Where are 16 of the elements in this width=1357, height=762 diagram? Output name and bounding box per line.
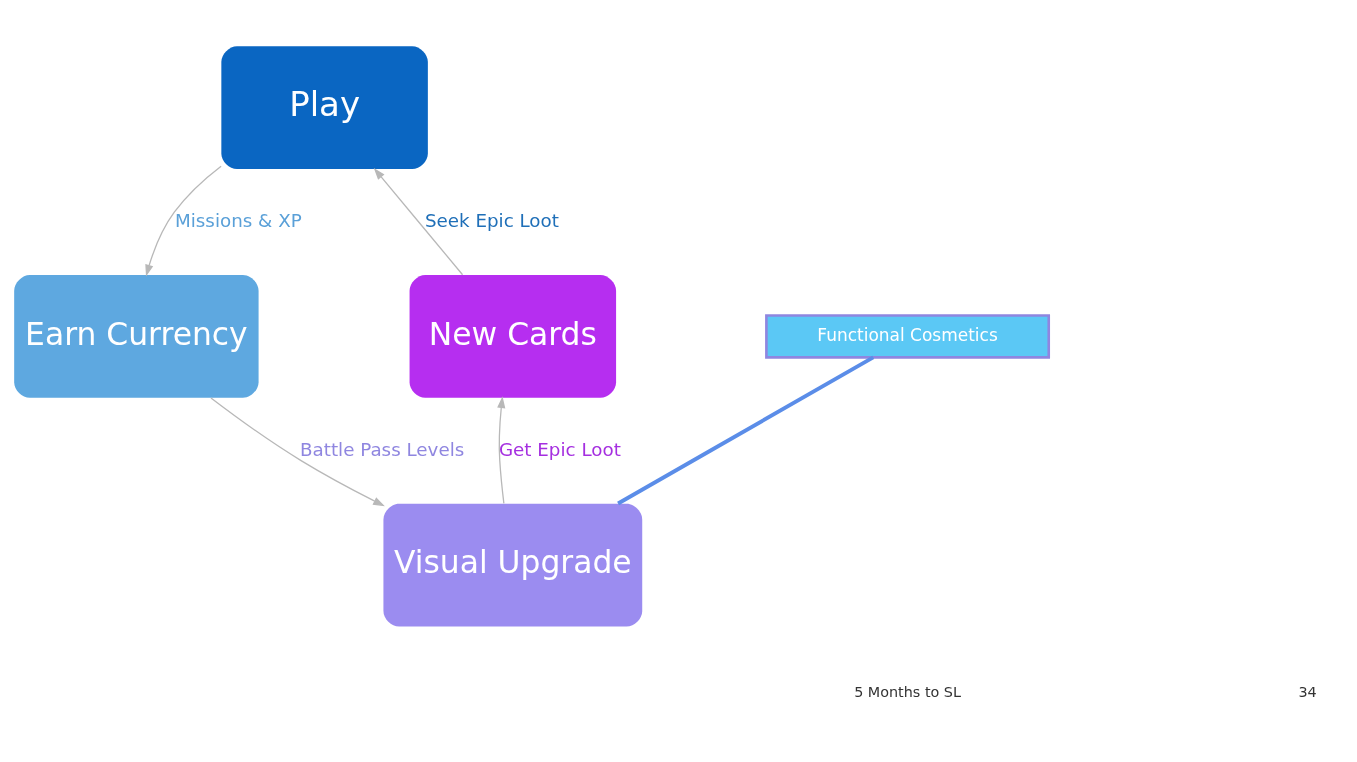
connector	[617, 355, 875, 505]
label: 34	[1298, 683, 1317, 700]
arrow	[497, 395, 506, 504]
node-box: Play	[221, 45, 428, 169]
label: 5 Months to SL	[854, 683, 961, 700]
edge-label: Get Epic Loot	[498, 438, 621, 460]
node-box: New Cards	[409, 274, 617, 398]
edge-label: Battle Pass Levels	[299, 438, 465, 460]
arrow	[210, 396, 385, 506]
node-box: Functional Cosmetics	[765, 313, 1051, 359]
arrow	[145, 165, 222, 276]
node-box: Visual Upgrade	[383, 503, 643, 627]
edge-label: Missions & XP	[174, 209, 302, 231]
arrow	[373, 167, 464, 275]
edge-label: Seek Epic Loot	[424, 209, 559, 231]
node-box: Earn Currency	[14, 274, 259, 398]
